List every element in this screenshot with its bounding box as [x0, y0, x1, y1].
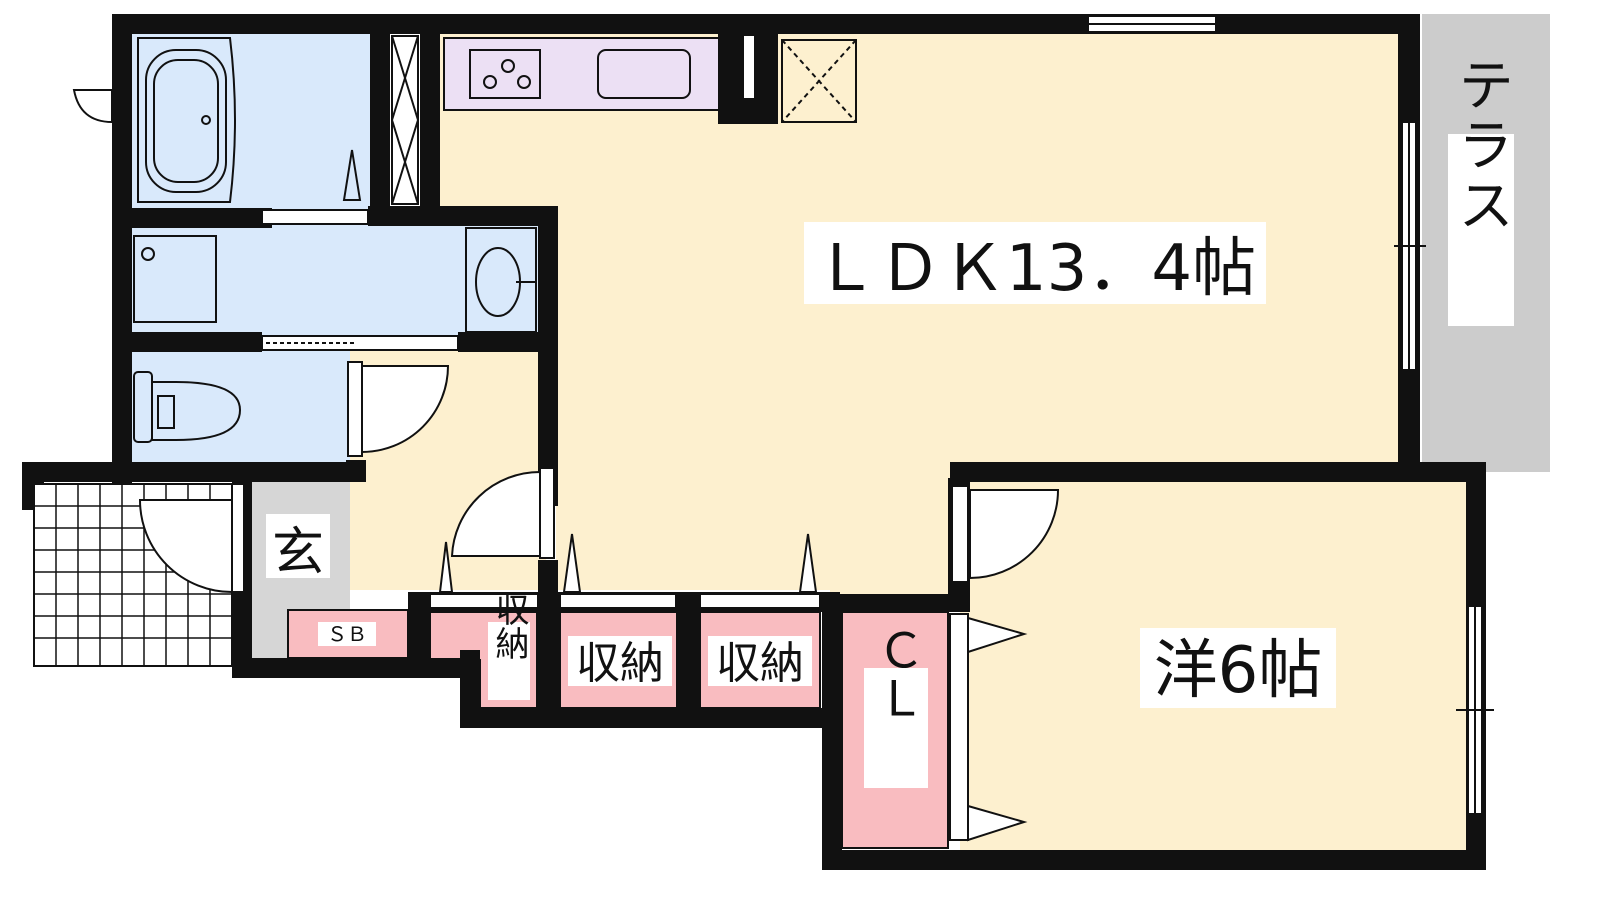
stove [469, 49, 541, 99]
western-label: 洋6帖 [1154, 634, 1323, 708]
kitchen-sink [597, 49, 691, 99]
fridge-space [781, 39, 857, 123]
storage-small-label-bg [488, 622, 530, 700]
bathroom-floor [128, 30, 372, 212]
kitchen-counter [443, 37, 723, 111]
closet-label: ＣＬ [868, 626, 924, 722]
ldk-label: ＬＤＫ13．4帖 [814, 232, 1256, 306]
shoe-box-label: ＳＢ [327, 622, 367, 646]
porch-tiles [33, 483, 233, 667]
closet-label-bg [864, 668, 928, 788]
storage-small-label: 収納 [489, 592, 529, 660]
storage-2-label-bg [708, 636, 812, 686]
terrace-label: テラス [1449, 56, 1514, 236]
outdoor-fixture [72, 89, 113, 124]
linen-cabinet [391, 35, 419, 205]
ldk-label-bg [804, 222, 1266, 304]
entrance-label: 玄 [272, 523, 324, 583]
doors [138, 361, 1060, 842]
wash-door [261, 335, 459, 351]
terrace-label-bg [1448, 134, 1514, 326]
storage-2-label: 収納 [716, 638, 804, 689]
ldk-floor [437, 32, 1408, 600]
storage-1-label: 収納 [576, 638, 664, 689]
laundry-space [133, 235, 217, 323]
storage-1-label-bg [568, 636, 672, 686]
western-label-bg [1140, 628, 1336, 708]
bath-door [261, 209, 369, 225]
wash-basin [465, 227, 537, 333]
bathtub [137, 37, 362, 203]
toilet [133, 371, 242, 443]
shoe-box-label-bg [318, 622, 376, 646]
entrance-label-bg [266, 514, 330, 578]
